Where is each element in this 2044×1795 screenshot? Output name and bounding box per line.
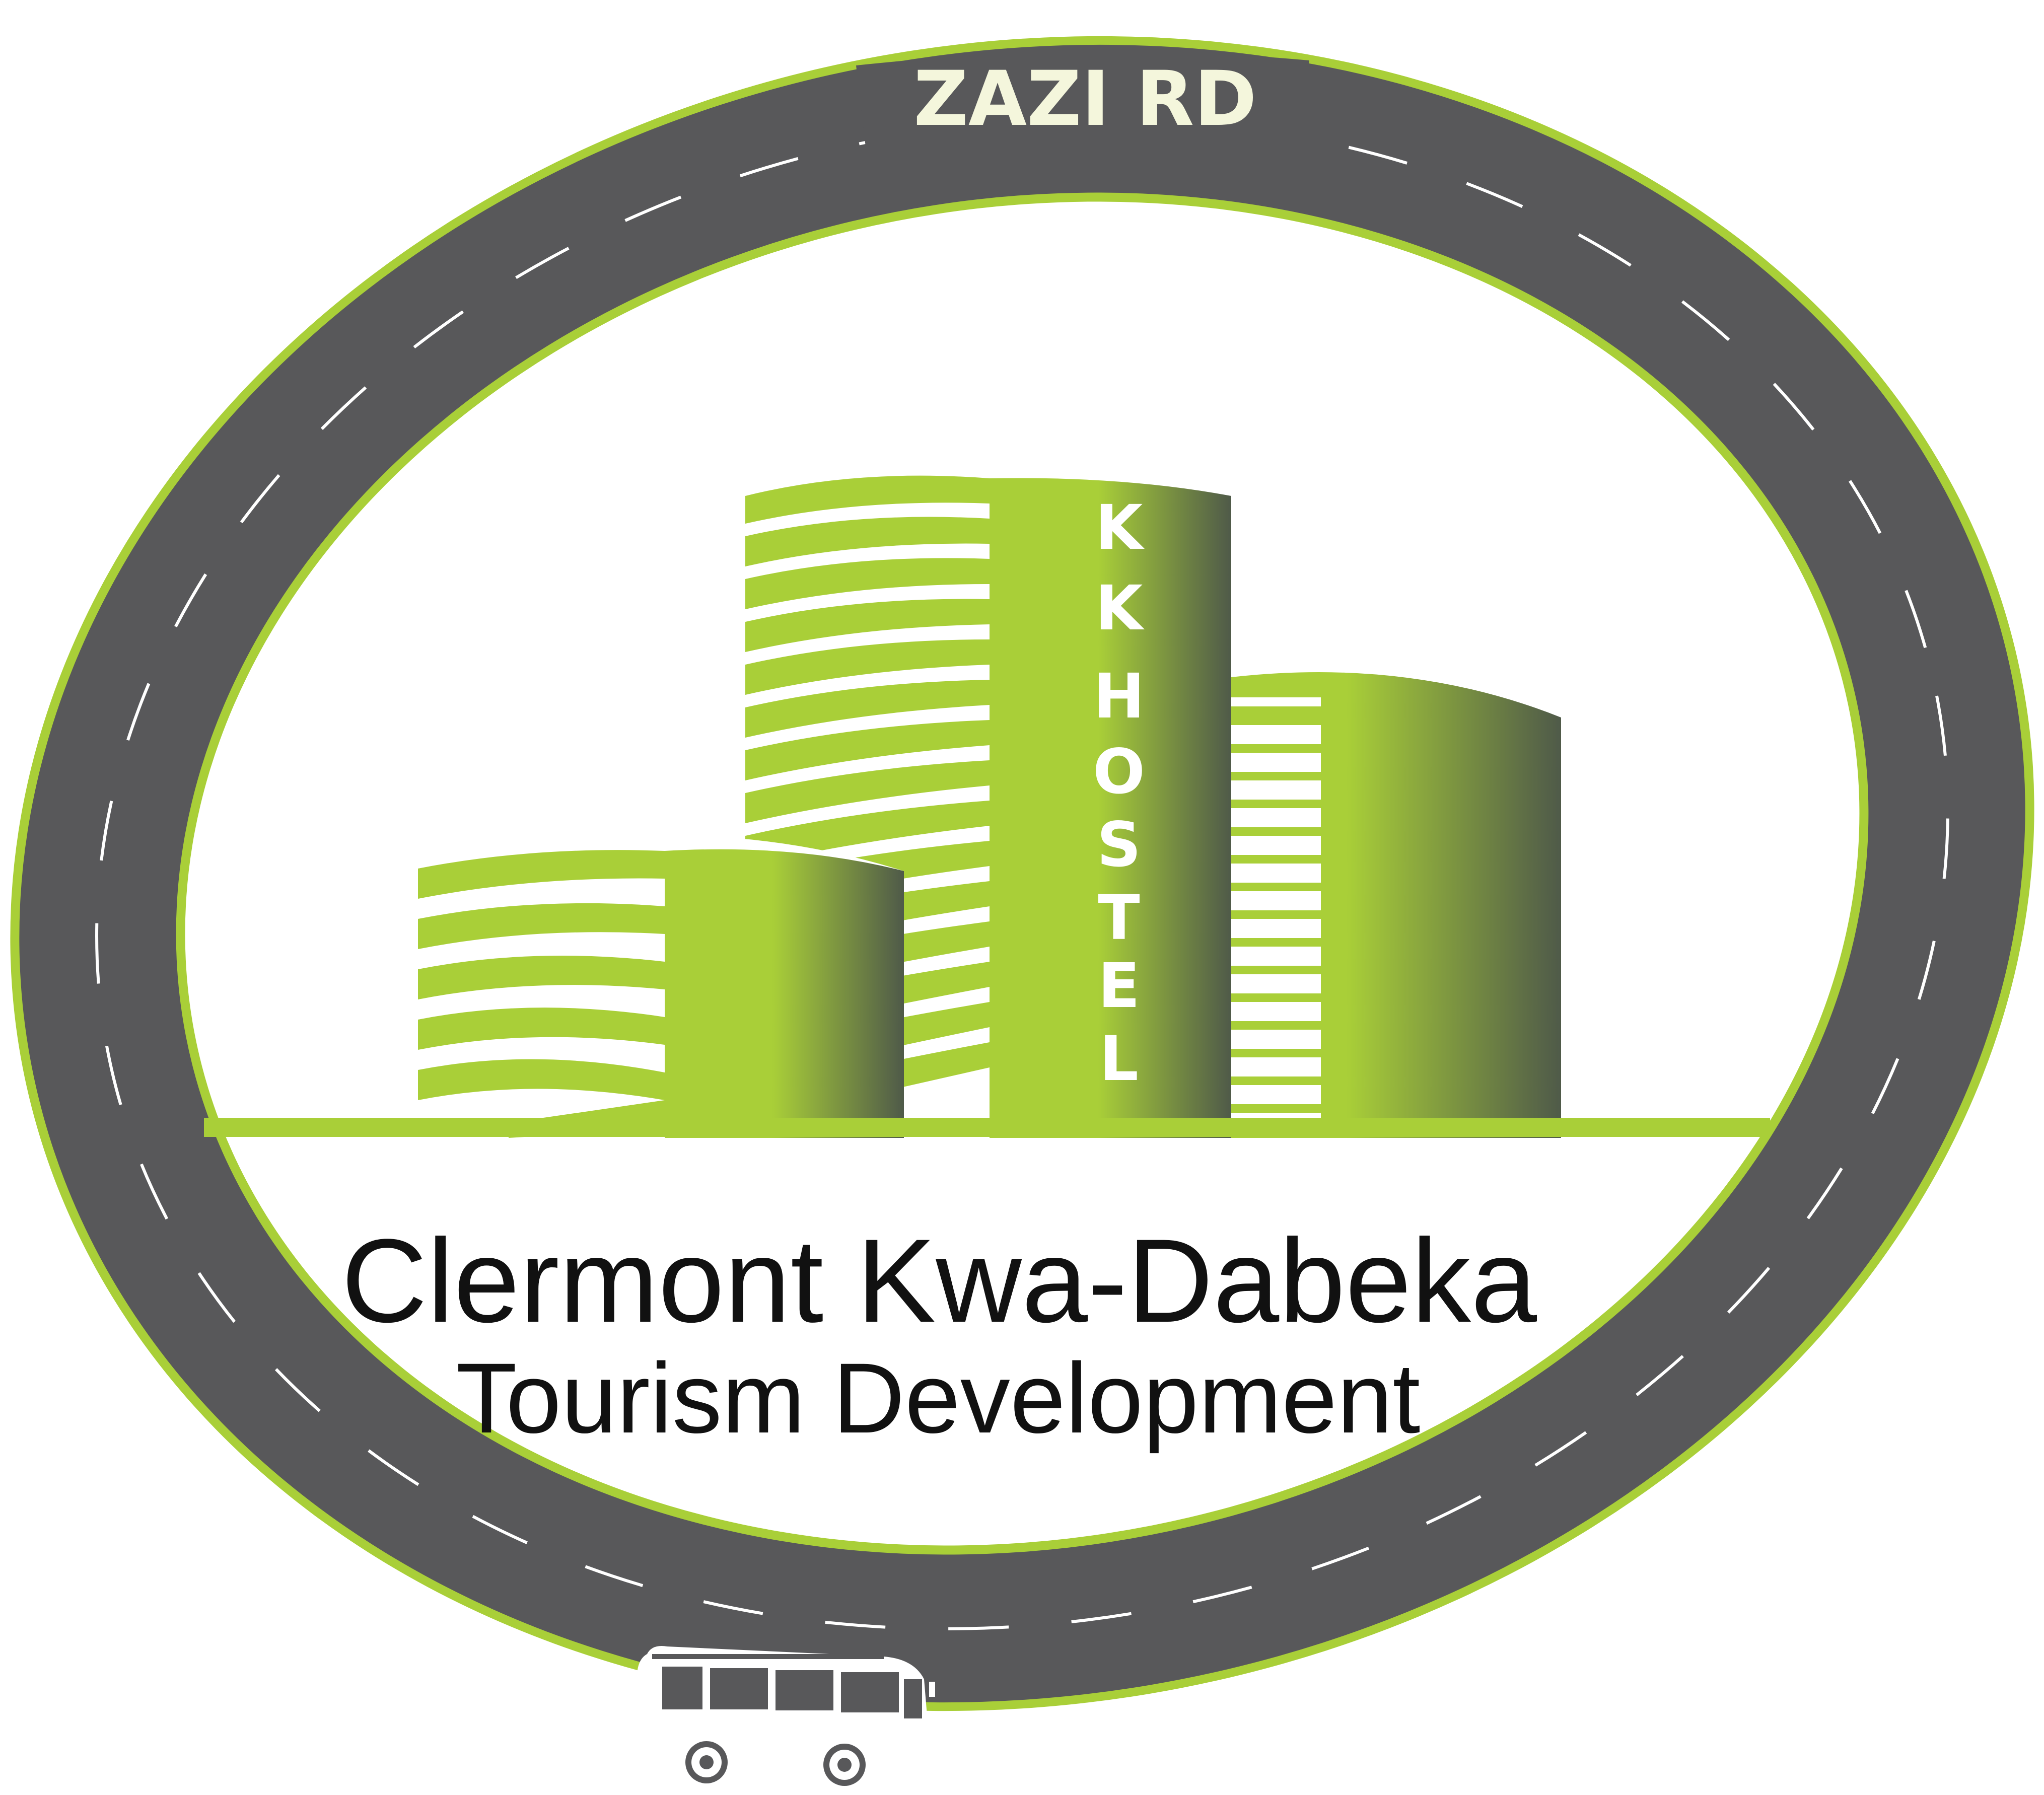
road-label-patch	[856, 51, 1309, 154]
sign-letter: K	[1095, 572, 1145, 644]
tower-right	[1231, 672, 1561, 1138]
sign-letter: L	[1099, 1023, 1139, 1095]
road-name-label: ZAZI RD	[913, 55, 1257, 143]
hostel-sign: K K H O S T E L	[1093, 492, 1145, 1095]
sign-letter: K	[1095, 492, 1145, 563]
sign-letter: S	[1097, 809, 1141, 881]
tower-left	[418, 835, 904, 1138]
tower-center-body	[990, 478, 1231, 1138]
ground-line	[204, 1118, 1770, 1137]
sign-letter: H	[1093, 661, 1145, 732]
bus-icon	[635, 1646, 935, 1786]
hostel-buildings	[418, 449, 1561, 1138]
sign-letter: E	[1098, 950, 1140, 1022]
caption-title: Clermont Kwa-Dabeka	[341, 1214, 1537, 1347]
tower-left-body	[665, 849, 904, 1138]
caption-subtitle: Tourism Development	[456, 1342, 1421, 1454]
tower-right-stripes	[1231, 697, 1321, 1129]
sign-letter: T	[1098, 882, 1140, 954]
sign-letter: O	[1093, 736, 1145, 808]
